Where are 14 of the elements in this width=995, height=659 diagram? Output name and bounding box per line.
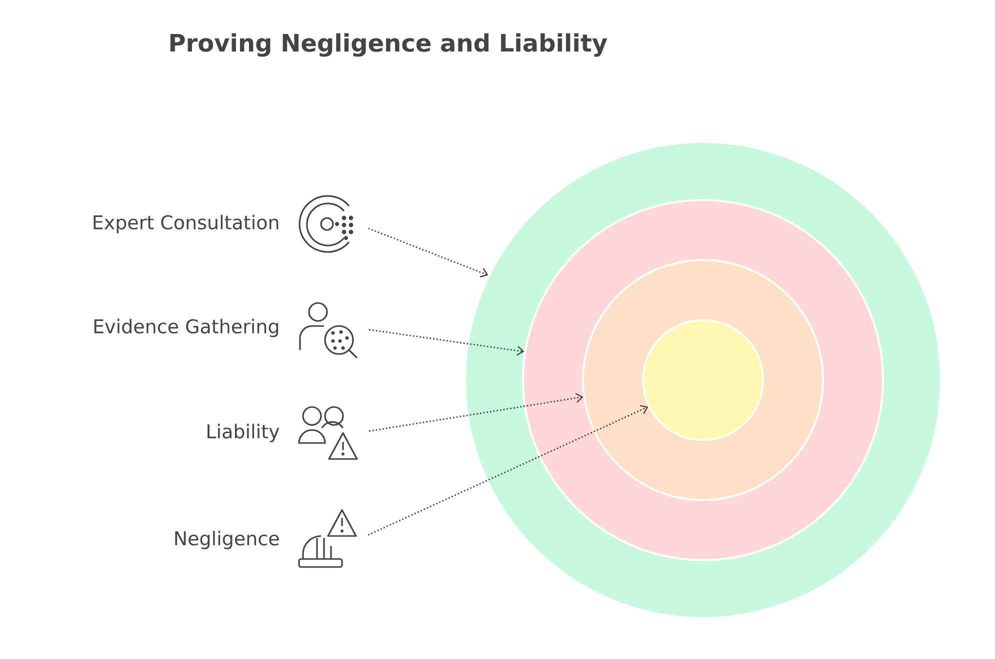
- ring: [642, 319, 764, 441]
- arrow: [369, 328, 524, 356]
- item-label: Evidence Gathering: [94, 318, 278, 338]
- people-warning-icon: [298, 406, 358, 460]
- person-search-icon: [299, 302, 358, 359]
- item-label: Negligence: [175, 530, 279, 550]
- hard-hat-warning-icon: [298, 509, 357, 568]
- title: Proving Negligence and Liability: [170, 33, 608, 57]
- target-icon: [298, 195, 354, 253]
- arrow: [368, 392, 584, 432]
- item-label: Liability: [208, 424, 280, 442]
- arrow: [368, 404, 648, 536]
- item-label: Expert Consultation: [94, 214, 278, 234]
- arrow: [368, 228, 488, 278]
